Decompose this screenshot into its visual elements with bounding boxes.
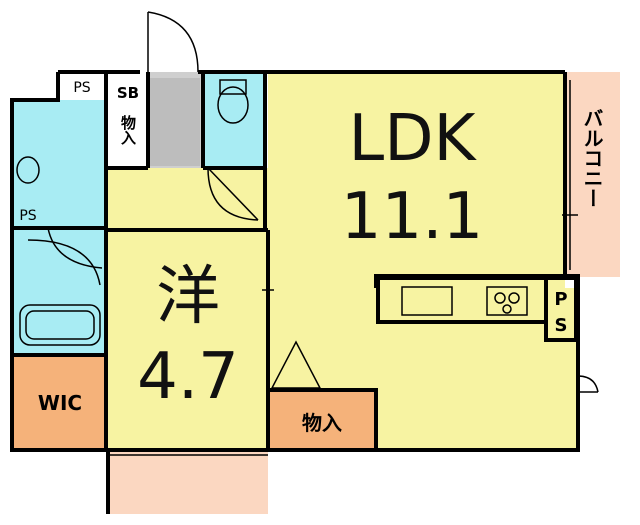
- shoebox-label: SB: [117, 84, 139, 102]
- washroom: [12, 100, 107, 228]
- ldk-name: LDK: [349, 102, 478, 176]
- ps-top-area: [58, 72, 106, 100]
- ps-right-bottom-label: S: [555, 315, 568, 336]
- ps-right-top-label: P: [554, 289, 567, 310]
- entry-storage-label: 物入: [119, 114, 137, 145]
- western-size: 4.7: [137, 340, 239, 414]
- toilet: [205, 72, 265, 168]
- balcony-bottom: [108, 452, 268, 514]
- ps-top-label: PS: [73, 80, 90, 96]
- walls: [10, 70, 580, 514]
- ps-left-label: PS: [19, 208, 36, 224]
- western-name: 洋: [156, 260, 220, 334]
- storage-room: [268, 390, 376, 450]
- thin-lines: [16, 11, 599, 456]
- wic-room: [12, 356, 107, 448]
- storage-label: 物入: [302, 411, 342, 435]
- western-room: [108, 230, 268, 450]
- hallway: [108, 168, 268, 230]
- balcony-label: バルコニー: [580, 108, 604, 208]
- entry-dark: [150, 78, 200, 166]
- shoebox-area: [108, 72, 148, 168]
- bathroom: [12, 228, 107, 354]
- ldk-size: 11.1: [341, 180, 484, 254]
- wic-label: WIC: [38, 391, 82, 415]
- balcony-right: [565, 72, 620, 277]
